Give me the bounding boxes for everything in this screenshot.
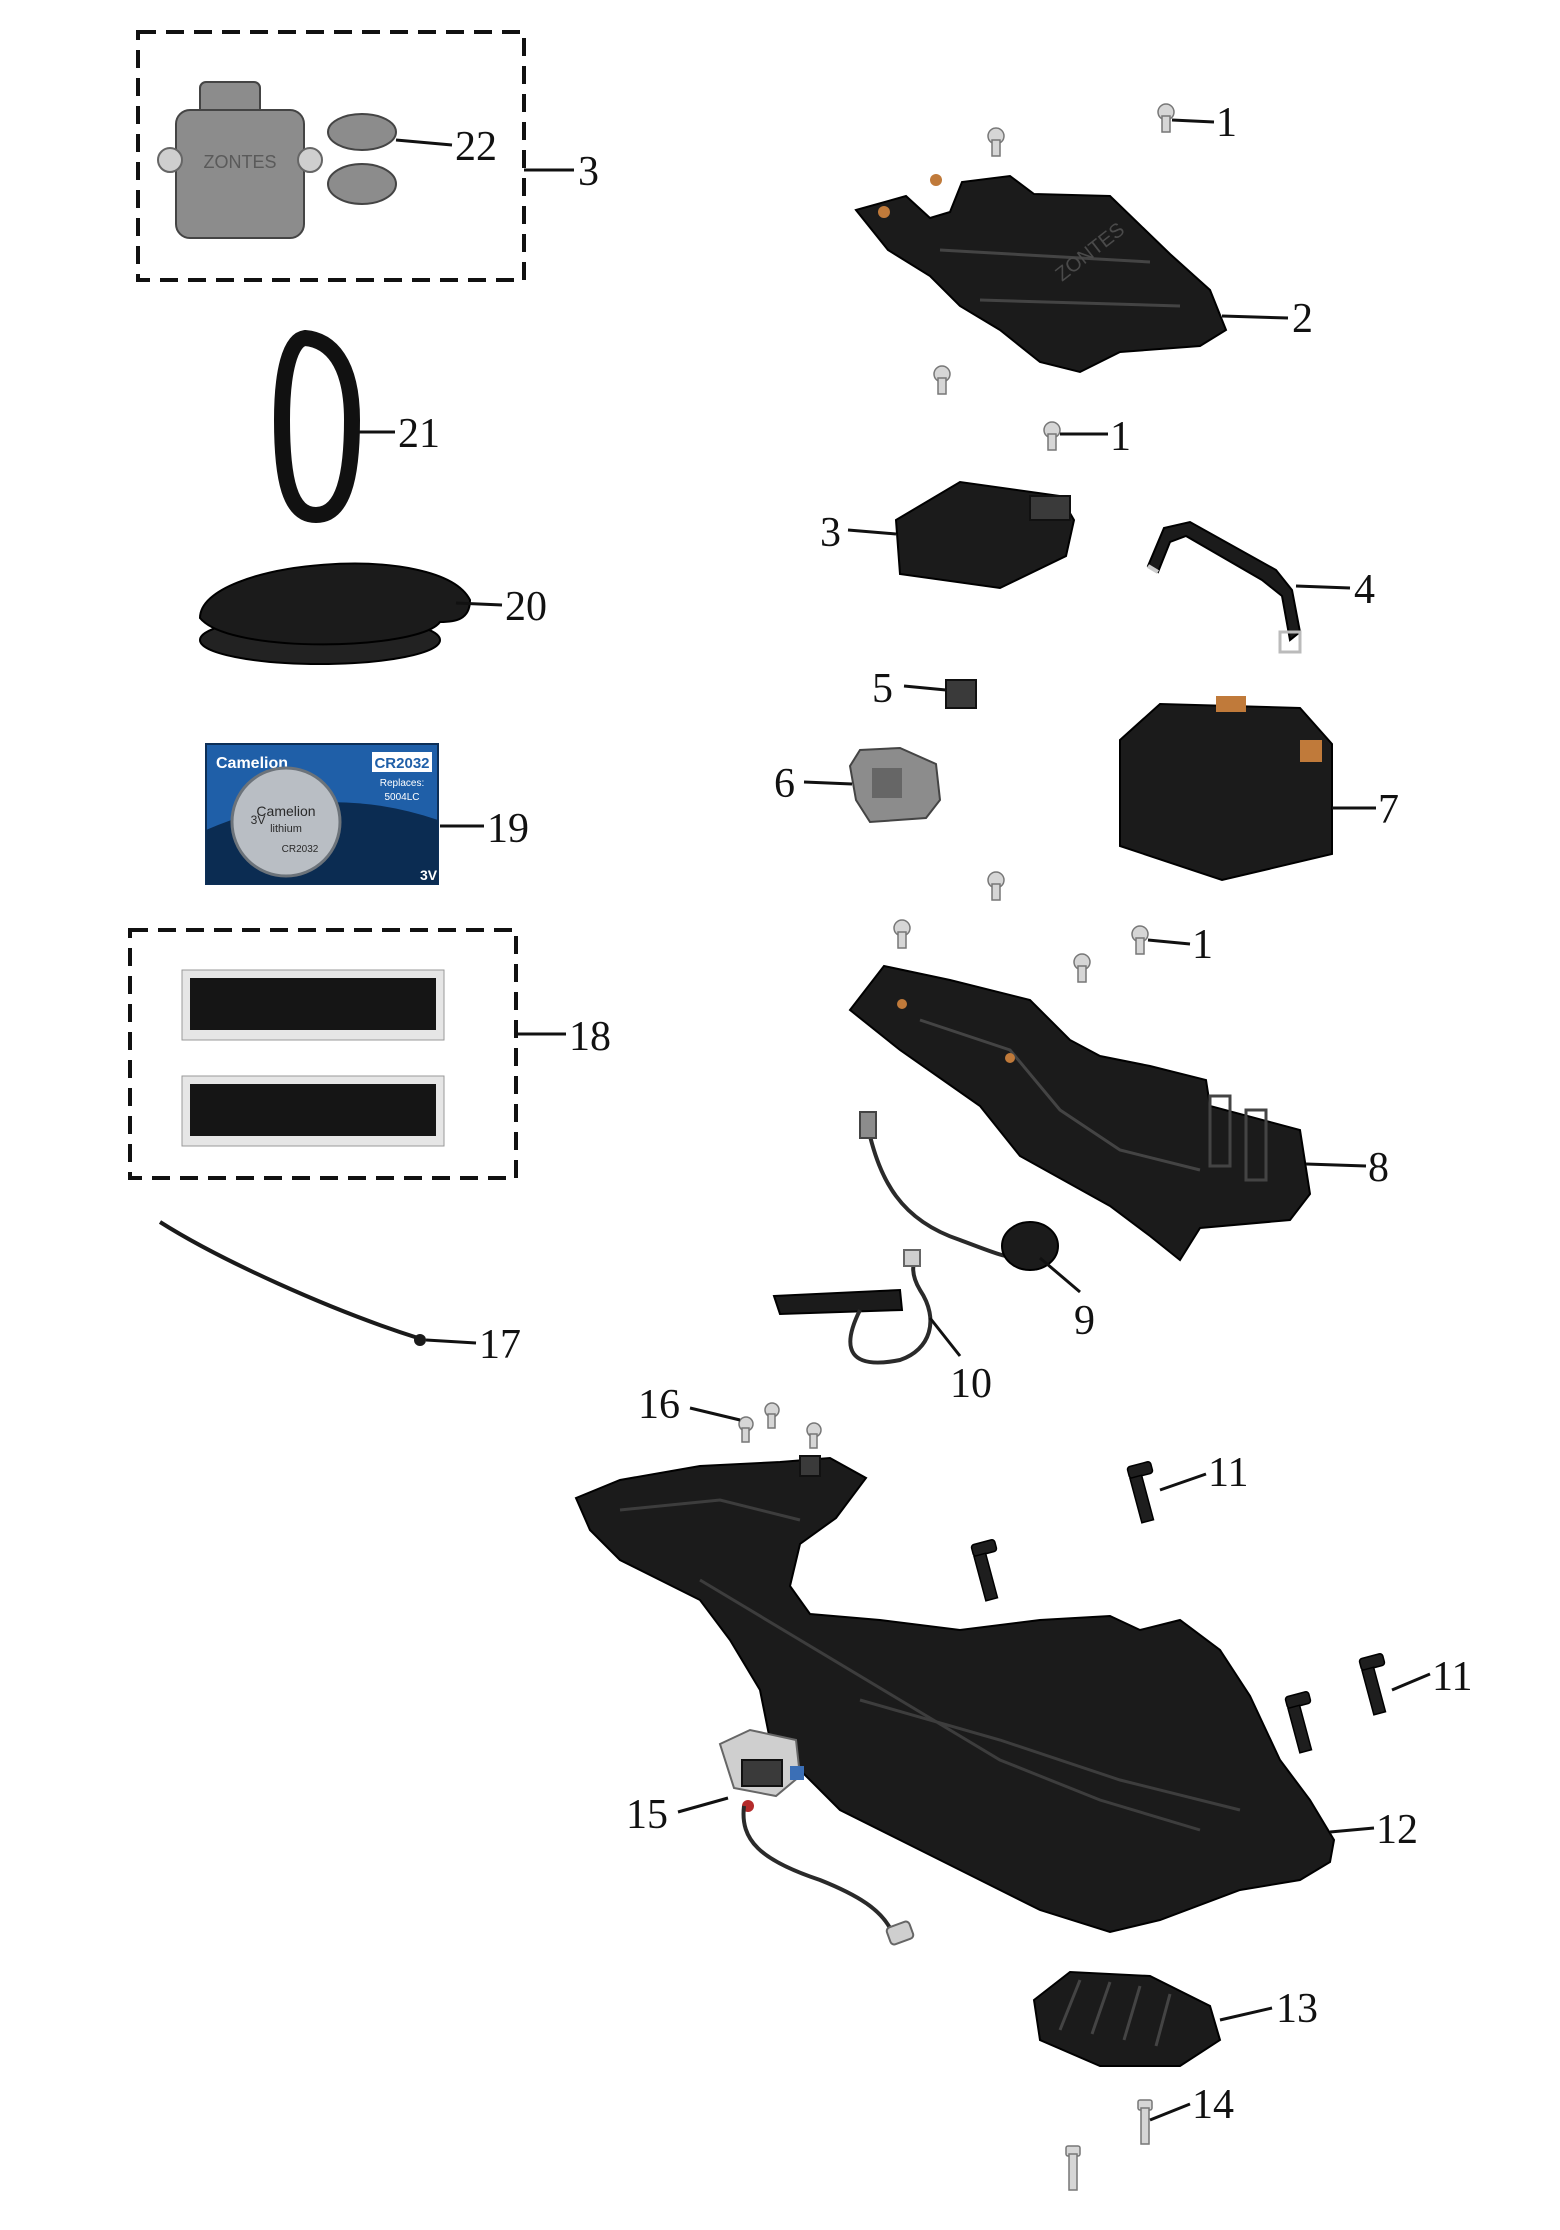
- callout-4: 4: [1354, 567, 1375, 613]
- callout-3: 3: [820, 510, 841, 556]
- callout-1-low: 1: [1192, 922, 1213, 968]
- callout-15: 15: [626, 1792, 668, 1838]
- bolt-part: [970, 1461, 1387, 1754]
- battery-voltage: 3V: [420, 867, 438, 883]
- cable-tie-part: [158, 1220, 426, 1346]
- small-bolt-part: [1065, 2099, 1153, 2191]
- undertray-part: [574, 1455, 1336, 1934]
- antenna-part: [772, 1249, 933, 1365]
- coin-brand: Camelion: [256, 803, 315, 819]
- buzzer-part: [859, 1111, 1059, 1271]
- callout-8: 8: [1368, 1145, 1389, 1191]
- coin-voltage: 3V: [251, 813, 266, 827]
- callout-20: 20: [505, 584, 547, 630]
- battery-replaces: Replaces:: [380, 778, 424, 789]
- velcro-strip-part: [181, 969, 445, 1147]
- callout-1-top: 1: [1216, 100, 1237, 146]
- callout-22: 22: [455, 124, 497, 170]
- screw-part-lower: [893, 871, 1149, 983]
- lanyard-part: [273, 329, 361, 524]
- callout-19: 19: [487, 806, 529, 852]
- battery-strap-part: [1146, 520, 1302, 654]
- bracket-frame-part: [848, 964, 1312, 1262]
- callout-10: 10: [950, 1361, 992, 1407]
- callout-2: 2: [1292, 296, 1313, 342]
- callout-12: 12: [1376, 1807, 1418, 1853]
- battery-brand: Camelion: [216, 755, 288, 772]
- seat-lock-part: [718, 1728, 915, 1946]
- callout-11-b: 11: [1432, 1654, 1472, 1700]
- callout-3-box: 3: [578, 149, 599, 195]
- battery-replaces-code: 5004LC: [384, 792, 419, 803]
- callout-7: 7: [1378, 787, 1399, 833]
- callout-11-a: 11: [1208, 1450, 1248, 1496]
- rectifier-part: [1032, 1970, 1222, 2067]
- battery-card-part: Camelion CR2032 Replaces: 5004LC Camelio…: [205, 743, 439, 885]
- velcro-kit-box: [128, 928, 518, 1180]
- callout-13: 13: [1276, 1986, 1318, 2032]
- callout-14: 14: [1192, 2082, 1234, 2128]
- callout-6: 6: [774, 761, 795, 807]
- battery-part: [1119, 696, 1333, 882]
- round-cover-part: [198, 562, 472, 665]
- callout-5: 5: [872, 666, 893, 712]
- callout-17: 17: [479, 1322, 521, 1368]
- keyfob-kit-box: [136, 30, 526, 282]
- coin-model: CR2032: [282, 844, 319, 855]
- keyfob-part: ZONTES: [157, 81, 323, 239]
- callout-16: 16: [638, 1382, 680, 1428]
- callout-21: 21: [398, 411, 440, 457]
- callout-18: 18: [569, 1014, 611, 1060]
- ecu-part: [894, 480, 1076, 590]
- callout-9: 9: [1074, 1298, 1095, 1344]
- key-cap-part: [327, 113, 397, 205]
- tray-part: ZONTES: [854, 174, 1228, 374]
- small-screw-part: [738, 1402, 822, 1449]
- clip-part: [945, 679, 977, 709]
- coin-lithium: lithium: [270, 823, 302, 835]
- screw-part: [933, 103, 1175, 451]
- holder-part: [848, 746, 942, 824]
- keyfob-emboss: ZONTES: [203, 152, 276, 172]
- battery-model: CR2032: [374, 755, 429, 772]
- callout-1-mid: 1: [1110, 414, 1131, 460]
